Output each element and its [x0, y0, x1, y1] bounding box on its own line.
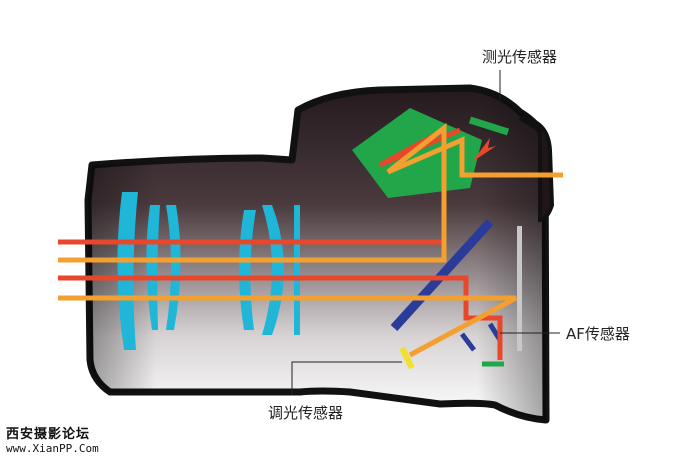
flash-metering-sensor	[399, 346, 415, 370]
ray-orange-2	[58, 295, 518, 358]
watermark-title: 西安摄影论坛	[6, 427, 91, 442]
metering-sensor	[468, 116, 510, 136]
flash-metering-sensor-label: 调光传感器	[268, 404, 344, 422]
lens-element-front	[117, 192, 138, 350]
lens-element-5	[262, 205, 284, 335]
leader-flash	[291, 361, 402, 395]
sub-mirror	[460, 332, 476, 352]
leader-lines	[291, 70, 560, 395]
eyepiece	[518, 116, 555, 223]
pentaprism	[352, 108, 482, 198]
metering-sensor-label: 测光传感器	[482, 48, 558, 66]
af-sensor-label: AF传感器	[566, 325, 630, 343]
watermark: 西安摄影论坛 www.XianPP.Com	[6, 428, 99, 456]
image-sensor	[517, 226, 522, 351]
watermark-url: www.XianPP.Com	[6, 442, 99, 455]
metering-arrow	[472, 138, 496, 162]
ray-red-2	[58, 275, 503, 360]
main-mirror	[390, 218, 494, 332]
lens-element-6	[294, 205, 300, 335]
light-rays	[58, 122, 563, 360]
